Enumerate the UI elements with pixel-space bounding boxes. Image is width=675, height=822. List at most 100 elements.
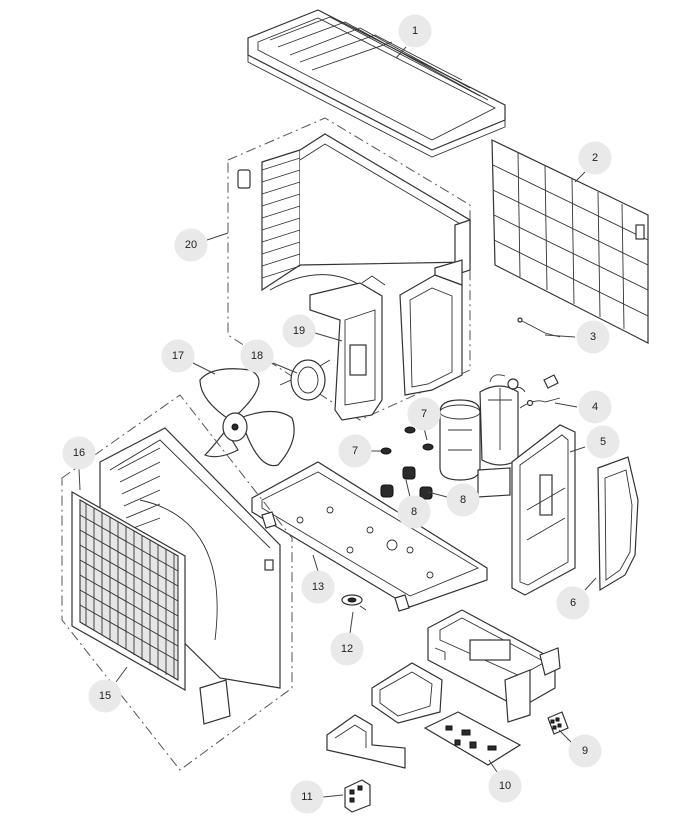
callout-leader — [192, 362, 216, 375]
callout-leader — [488, 759, 498, 773]
part-small-block — [344, 779, 371, 813]
callout-c9: 9 — [558, 729, 602, 768]
callout-leader — [349, 611, 354, 634]
callout-c7a: 7 — [407, 397, 441, 441]
callout-c11: 11 — [290, 780, 344, 814]
part-motor-bracket — [309, 275, 386, 421]
callout-leader — [314, 332, 343, 342]
part-side-panel — [511, 424, 576, 596]
callout-number: 13 — [312, 581, 324, 593]
callout-bubble — [62, 436, 96, 470]
callout-leader — [272, 362, 298, 374]
callout-c16: 16 — [62, 436, 96, 491]
part-rubber-feet-large — [380, 466, 433, 500]
callout-leader — [558, 729, 572, 743]
callout-bubble — [88, 679, 122, 713]
callout-c15: 15 — [88, 666, 128, 713]
part-drain-plug — [341, 594, 367, 611]
callout-bubble — [290, 780, 324, 814]
part-rubber-feet-small — [380, 426, 434, 455]
callout-c19: 19 — [282, 314, 343, 348]
callout-bubble — [161, 339, 195, 373]
callout-number: 7 — [421, 408, 427, 420]
callout-bubble — [398, 14, 432, 48]
part-terminal-block — [547, 711, 569, 735]
callout-leader — [206, 232, 229, 241]
callout-c17: 17 — [161, 339, 216, 375]
callout-leader — [115, 666, 128, 683]
callout-leader — [395, 46, 407, 59]
callout-leader — [322, 794, 344, 798]
callout-number: 18 — [251, 350, 263, 362]
callout-number: 12 — [341, 643, 353, 655]
callout-number: 17 — [172, 350, 184, 362]
callout-number: 9 — [582, 745, 588, 757]
callout-c13: 13 — [301, 554, 335, 604]
callout-leader — [584, 577, 597, 591]
callout-number: 11 — [301, 791, 312, 803]
callout-number: 10 — [499, 780, 511, 792]
part-cover-plate — [199, 679, 231, 725]
callout-c4: 4 — [554, 390, 612, 424]
callout-c5: 5 — [569, 425, 620, 459]
callout-c6: 6 — [556, 577, 597, 620]
part-top-cover — [247, 9, 506, 158]
part-rear-grille — [491, 139, 649, 344]
callout-bubble — [338, 434, 372, 468]
part-valve — [519, 374, 561, 409]
part-pcb — [423, 711, 522, 766]
part-electrical-tray — [371, 662, 443, 724]
callout-bubble — [174, 228, 208, 262]
callout-bubble — [397, 495, 431, 529]
callout-c10: 10 — [488, 759, 522, 803]
callout-c8a: 8 — [427, 483, 480, 517]
callout-bubble — [488, 769, 522, 803]
callout-bubble — [330, 632, 364, 666]
callout-leader — [427, 491, 448, 498]
part-sensor-wire — [517, 317, 561, 338]
callout-number: 7 — [352, 445, 358, 457]
callout-number: 3 — [590, 331, 596, 343]
callout-number: 8 — [460, 494, 466, 506]
callout-c2: 2 — [574, 141, 612, 183]
callout-bubble — [568, 734, 602, 768]
callout-c8b: 8 — [397, 479, 431, 529]
callout-bubble — [576, 320, 610, 354]
part-side-cover — [597, 456, 639, 592]
part-base-pan — [251, 461, 488, 612]
callout-leader — [405, 479, 411, 498]
part-front-panel — [61, 394, 293, 771]
callout-c7b: 7 — [338, 434, 381, 468]
callout-number: 1 — [412, 25, 418, 37]
part-fan — [199, 368, 295, 467]
callout-c18: 18 — [240, 339, 298, 374]
callout-c3: 3 — [544, 320, 610, 354]
callout-bubble — [586, 425, 620, 459]
callout-bubble — [578, 390, 612, 424]
callout-number: 15 — [99, 690, 111, 702]
part-compressor — [439, 374, 526, 498]
callout-bubble — [446, 483, 480, 517]
callout-number: 8 — [411, 506, 417, 518]
callout-number: 5 — [600, 436, 606, 448]
callout-bubble — [301, 570, 335, 604]
part-partition-panel — [399, 259, 463, 396]
callout-bubble — [282, 314, 316, 348]
callout-number: 4 — [592, 401, 598, 413]
callout-leader — [574, 171, 586, 183]
callout-leader — [569, 446, 586, 453]
callout-bubble — [407, 397, 441, 431]
callout-leader — [78, 468, 81, 491]
callout-leader — [312, 554, 319, 572]
callout-bubble — [578, 141, 612, 175]
part-fan-motor — [279, 359, 331, 401]
callout-bubble — [240, 339, 274, 373]
callout-number: 19 — [293, 325, 305, 337]
callout-bubble — [556, 586, 590, 620]
callout-number: 2 — [592, 152, 598, 164]
callout-c20: 20 — [174, 228, 229, 262]
callout-number: 16 — [73, 447, 85, 459]
callout-number: 20 — [185, 239, 197, 251]
